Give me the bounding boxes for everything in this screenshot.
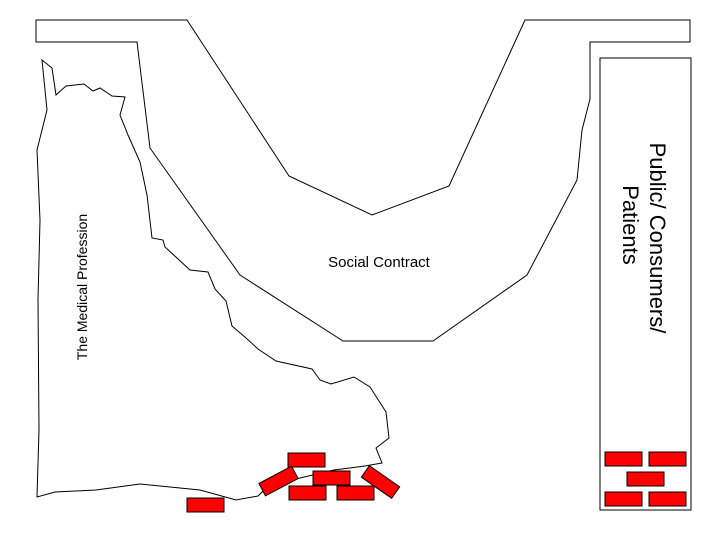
brick [336, 485, 375, 501]
profession-bricks [186, 452, 401, 513]
social-contract-frame [35, 19, 691, 342]
medical-profession-label: The Medical Profession [74, 214, 90, 360]
brick [648, 451, 687, 467]
brick [258, 465, 299, 497]
brick [360, 464, 401, 500]
brick [287, 452, 326, 468]
brick [648, 491, 687, 507]
public-label-line2: Patients [618, 185, 643, 265]
brick [604, 451, 643, 467]
public-bricks [604, 451, 687, 507]
brick [288, 485, 327, 501]
brick [604, 491, 643, 507]
social-contract-label: Social Contract [328, 254, 431, 271]
public-label-line1: Public/ Consumers/ [645, 143, 670, 335]
brick [186, 497, 225, 513]
brick [312, 470, 351, 486]
medical-profession-landmass [36, 58, 390, 501]
brick [626, 471, 665, 487]
public-column [599, 57, 692, 511]
